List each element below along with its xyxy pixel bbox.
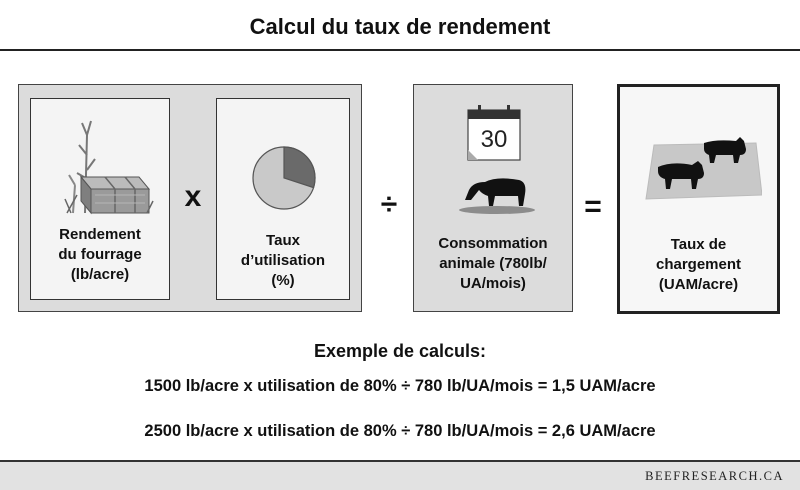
hay-bale-icon — [64, 120, 154, 215]
footer-brand[interactable]: BEEFRESEARCH.CA — [645, 469, 784, 483]
stocking-rate-card: Taux de chargement (UAM/acre) — [617, 84, 780, 314]
equals-operator: = — [584, 190, 602, 223]
example-line-2: 2500 lb/acre x utilisation de 80% ÷ 780 … — [144, 422, 656, 440]
pie-utilized-slice — [283, 146, 316, 189]
utilization-label: Taux d’utilisation (%) — [240, 232, 326, 289]
consumption-illustration: 30 — [413, 84, 573, 312]
utilization-card: Taux d’utilisation (%) — [216, 98, 350, 300]
cow-grazing-icon — [459, 178, 535, 214]
forage-yield-label: Rendement du fourrage (lb/acre) — [58, 226, 142, 283]
footer-bar: BEEFRESEARCH.CA — [0, 460, 800, 490]
calendar-icon — [467, 105, 521, 161]
examples-title: Exemple de calculs: — [313, 341, 487, 361]
consumption-label: Consommation animale (780lb/ UA/mois) — [438, 235, 548, 292]
stocking-rate-label: Taux de chargement (UAM/acre) — [655, 236, 742, 293]
forage-yield-card: Rendement du fourrage (lb/acre) — [30, 98, 170, 300]
example-line-1: 1500 lb/acre x utilisation de 80% ÷ 780 … — [144, 377, 656, 395]
multiply-operator: x — [184, 180, 202, 213]
pie-chart-icon — [252, 146, 316, 210]
two-cows-icon — [645, 137, 762, 200]
divide-operator: ÷ — [380, 188, 398, 221]
title-divider — [0, 49, 800, 51]
page-title: Calcul du taux de rendement — [249, 14, 551, 39]
calendar-day: 30 — [480, 126, 508, 153]
